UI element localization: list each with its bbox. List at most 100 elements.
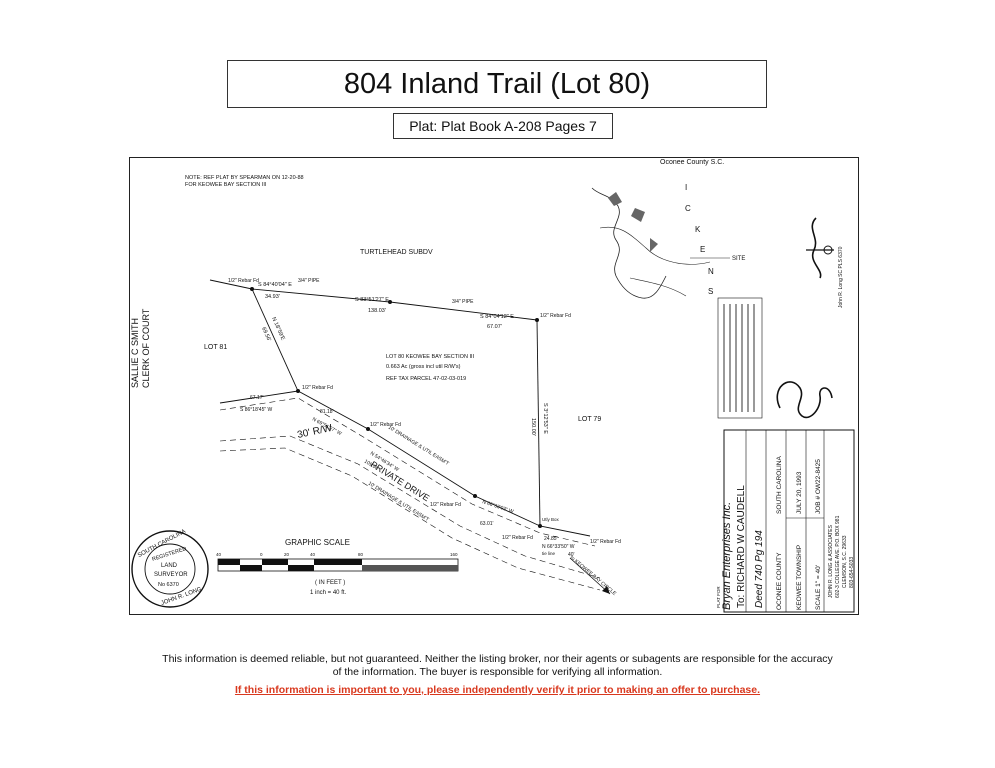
scale-tick-label: 20 (284, 552, 290, 557)
vicinity-road (629, 277, 687, 297)
rebar-label: 1/2" Rebar Fd (228, 278, 259, 284)
row-line-south (219, 435, 601, 579)
distance-drive1: 67.17' (250, 395, 264, 401)
county-top-label: Oconee County S.C. (660, 159, 724, 166)
surveyor-signature (776, 381, 833, 419)
graphic-scale-title: GRAPHIC SCALE (285, 538, 350, 547)
corner-marker (296, 389, 300, 393)
bearing-3: S 84°04'12" E (480, 314, 514, 320)
distance-tie: 40' (568, 552, 575, 558)
surveyor-seal-icon (131, 530, 209, 608)
pipe-label-2: 3/4" PIPE (452, 299, 474, 305)
scale-ratio: 1 inch = 40 ft. (310, 590, 347, 596)
township-cell: KEOWEE TOWNSHIP (796, 545, 803, 610)
scale-tick-label: 0 (260, 552, 263, 557)
vicinity-letter-n: N (708, 267, 714, 276)
distance-3: 67.07' (487, 324, 502, 330)
disclaimer: This information is deemed reliable, but… (150, 653, 845, 679)
rebar-label-s1: 1/2" Rebar Fd (370, 422, 401, 428)
note-line1: NOTE: REF PLAT BY SPEARMAN ON 12-20-88 (185, 175, 304, 181)
vicinity-letter-s: S (708, 287, 713, 296)
scale-tick-label: 80 (358, 552, 364, 557)
corner-marker (388, 300, 392, 304)
plat-svg: Oconee County S.C. NOTE: REF PLAT BY SPE… (130, 159, 855, 613)
distance-drive4: 63.01' (480, 521, 494, 527)
lot-80-line3: REF TAX PARCEL 47-02-03-019 (386, 376, 466, 382)
owner-script: Bryan Enterprises Inc. (721, 502, 733, 610)
vicinity-letter-i: I (685, 183, 687, 192)
pipe-label: 3/4" PIPE (298, 278, 320, 284)
distance-west: 69.56' (260, 326, 272, 342)
bearing-drive1: S 86°18'45" W (240, 407, 273, 413)
plat-reference-box: Plat: Plat Book A-208 Pages 7 (393, 113, 613, 139)
vicinity-letter-e: E (700, 245, 705, 254)
scale-bar (217, 558, 459, 572)
bearing-east: S 3°12'53" E (542, 403, 548, 434)
lot-80-line2: 0.663 Ac (gross incl util R/W's) (386, 364, 461, 370)
easement-line-south (219, 447, 601, 591)
plat-reference: Plat: Plat Book A-208 Pages 7 (409, 118, 597, 134)
certification-lines (723, 304, 755, 412)
distance-east: 150.00' (530, 418, 536, 436)
distance-drive5: 24.85' (544, 536, 558, 542)
seal-line3: LAND (161, 563, 178, 569)
clerk-title: CLERK OF COURT (141, 308, 151, 388)
rebar-label-s2: 1/2" Rebar Fd (430, 502, 461, 508)
bearing-drive4: N 66°33'03" W (481, 499, 514, 515)
tie-line-label: tie line (542, 551, 556, 556)
bearing-west: N 18°59'E (270, 316, 286, 341)
keowee-arrowhead (602, 586, 610, 594)
easement-line-north (219, 397, 596, 547)
listing-title: 804 Inland Trail (Lot 80) (343, 67, 651, 100)
seal-line4: SURVEYOR (154, 572, 188, 578)
distance-2: 138.03' (368, 308, 386, 314)
verify-notice: If this information is important to you,… (234, 684, 761, 696)
firm-line3: CLEMSON, S.C. 29633 (842, 535, 848, 588)
job-cell: JOB # OW22-8425 (815, 459, 822, 514)
vicinity-letter-k: K (695, 225, 701, 234)
county-cell: OCONEE COUNTY (776, 552, 783, 610)
rebar-label-ne: 1/2" Rebar Fd (540, 313, 571, 319)
seal-line5: No 6370 (158, 582, 179, 588)
firm-line2: 602-3 COLLEGE AVE. P.O. BOX 981 (835, 515, 841, 598)
rebar-label-s3: 1/2" Rebar Fd (502, 535, 533, 541)
lot-81-label: LOT 81 (204, 344, 227, 351)
distance-drive2: 81.18' (320, 409, 334, 415)
distance-1: 34.93' (265, 294, 280, 300)
bearing-2: S 83°51'27" E (355, 297, 389, 303)
scale-tick-label: 40 (216, 552, 222, 557)
vicinity-water (608, 192, 658, 252)
corner-marker (250, 287, 254, 291)
private-drive-label: PRIVATE DRIVE (369, 459, 431, 503)
certification-block (717, 297, 763, 419)
state-cell: SOUTH CAROLINA (776, 456, 783, 514)
vicinity-letter-c: C (685, 204, 691, 213)
clerk-name: SALLIE C SMITH (130, 318, 140, 388)
corner-marker (535, 318, 539, 322)
to-line: To: RICHARD W CAUDELL (736, 485, 747, 608)
keowee-circle-label: to KEOWEE BAY CIRCLE (569, 555, 618, 597)
date-cell: JULY 20, 1993 (796, 471, 803, 514)
scale-tick-label: 160 (450, 552, 458, 557)
title-block (723, 429, 855, 613)
east-boundary (536, 319, 541, 527)
plat-for-label: PLAT FOR (716, 586, 721, 608)
vicinity-road (599, 226, 711, 265)
disclaimer-line1: This information is deemed reliable, but… (162, 653, 833, 665)
deed-reference: Deed 740 Pg 194 (754, 530, 765, 608)
vicinity-map: SITE (591, 187, 745, 299)
utility-box-label: Utly Box (542, 517, 560, 522)
north-boundary (209, 279, 538, 321)
site-label: SITE (732, 256, 745, 262)
scale-tick-label: 40 (310, 552, 316, 557)
west-boundary (251, 288, 299, 392)
surveyor-signature-text: John R. Long SC PLS 6370 (838, 246, 844, 308)
listing-title-box: 804 Inland Trail (Lot 80) (227, 60, 767, 108)
scale-units: ( IN FEET ) (315, 580, 345, 586)
lot-80-line1: LOT 80 KEOWEE BAY SECTION III (386, 354, 474, 360)
plat-drawing: Oconee County S.C. NOTE: REF PLAT BY SPE… (129, 157, 859, 615)
firm-line1: JOHN R. LONG & ASSOCIATES (828, 524, 834, 598)
firm-line4: 803-654-5033 (849, 557, 855, 588)
subdivision-label: TURTLEHEAD SUBDV (360, 249, 433, 256)
corner-marker (366, 427, 370, 431)
